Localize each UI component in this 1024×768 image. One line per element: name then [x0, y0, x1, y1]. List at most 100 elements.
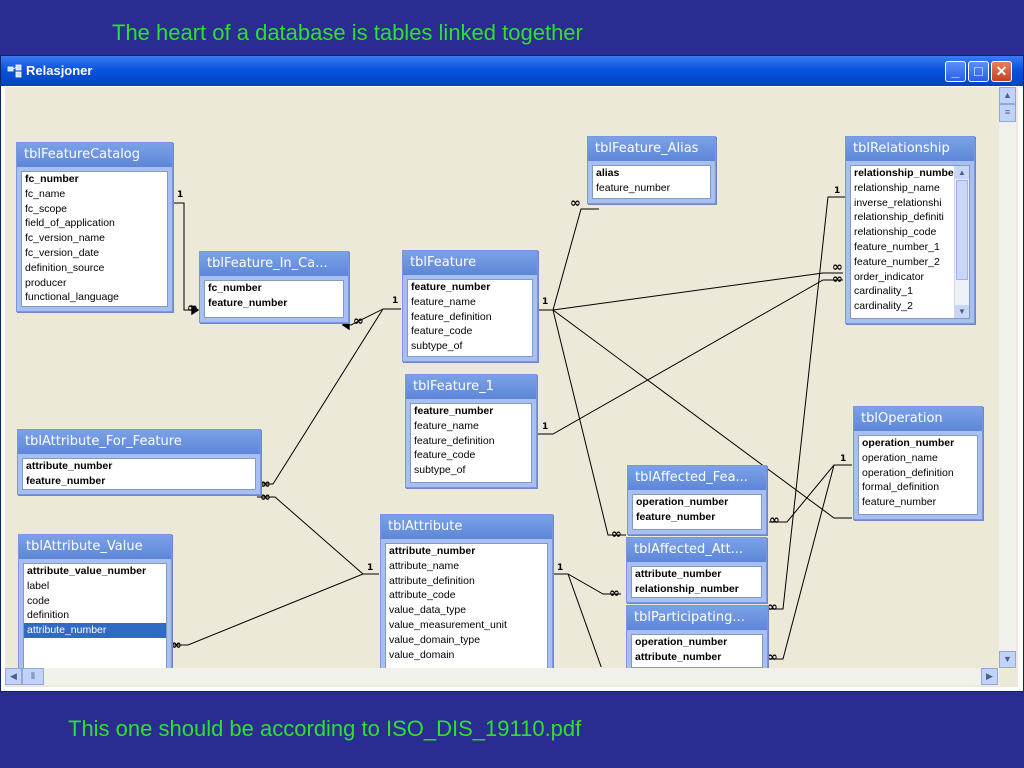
field-item[interactable]: alias: [596, 167, 620, 179]
field-item[interactable]: feature_number: [208, 296, 288, 309]
field-item[interactable]: feature_definition: [411, 310, 492, 323]
field-item[interactable]: value_domain: [389, 648, 455, 661]
field-item[interactable]: attribute_name: [389, 559, 460, 572]
field-item[interactable]: producer: [25, 276, 67, 289]
field-item[interactable]: cardinality_2: [854, 300, 913, 313]
table-title[interactable]: tblAffected_Att...: [627, 538, 766, 562]
table-title[interactable]: tblFeature: [403, 251, 537, 275]
field-item[interactable]: feature_code: [411, 325, 473, 338]
scroll-down-icon[interactable]: ▼: [955, 305, 969, 318]
scroll-left-icon[interactable]: ◀: [5, 668, 22, 685]
field-item[interactable]: definition_source: [25, 261, 105, 274]
field-item[interactable]: attribute_number: [389, 545, 476, 557]
field-item[interactable]: feature_number: [596, 181, 671, 194]
field-item[interactable]: attribute_number: [635, 568, 722, 580]
field-item[interactable]: relationship_definiti: [854, 211, 944, 224]
table-tblattribute_value[interactable]: tblAttribute_Value attribute_value_number…: [18, 534, 172, 674]
scroll-down-icon[interactable]: ▼: [999, 651, 1016, 668]
field-item[interactable]: relationship_name: [854, 181, 940, 194]
field-item[interactable]: operation_number: [635, 636, 728, 648]
field-item[interactable]: code: [27, 594, 50, 607]
field-item[interactable]: cardinality_1: [854, 285, 913, 298]
field-item[interactable]: feature_number: [414, 405, 494, 417]
table-title[interactable]: tblFeature_In_Ca...: [200, 252, 348, 276]
scroll-up-icon[interactable]: ▲: [955, 166, 969, 179]
table-title[interactable]: tblFeature_Alias: [588, 137, 715, 161]
relationships-canvas[interactable]: 1 ∞ 1 ∞ 1 ∞ ∞ ∞ ∞ 1 ∞ ∞ 1 ∞ 1 ∞ ∞ 1 ∞ 1: [5, 87, 1018, 687]
maximize-button[interactable]: □: [968, 61, 989, 82]
field-list[interactable]: feature_number feature_name feature_defini…: [410, 403, 532, 483]
field-item[interactable]: attribute_number: [26, 460, 113, 472]
field-item[interactable]: value_domain_type: [389, 633, 481, 646]
field-item[interactable]: feature_number: [862, 496, 937, 509]
field-item[interactable]: fc_version_name: [25, 232, 105, 245]
field-item[interactable]: feature_code: [414, 449, 476, 462]
field-item[interactable]: relationship_code: [854, 226, 937, 239]
minimize-button[interactable]: _: [945, 61, 966, 82]
field-item[interactable]: feature_name: [414, 419, 479, 432]
field-list[interactable]: operation_number attribute_number: [631, 634, 763, 668]
field-item[interactable]: fc_scope: [25, 202, 68, 215]
field-item[interactable]: formal_definition: [862, 481, 940, 494]
scroll-thumb[interactable]: ≡: [999, 104, 1016, 122]
field-item[interactable]: attribute_code: [389, 589, 456, 602]
field-item[interactable]: fc_number: [208, 282, 262, 294]
field-item[interactable]: subtype_of: [414, 464, 466, 477]
field-item[interactable]: attribute_value_number: [27, 565, 147, 577]
close-button[interactable]: ✕: [991, 61, 1012, 82]
field-list-scrollbar[interactable]: ▲▼: [954, 166, 969, 318]
field-item[interactable]: definition: [27, 609, 70, 622]
field-item[interactable]: attribute_number: [635, 650, 722, 663]
table-title[interactable]: tblFeature_1: [406, 375, 536, 399]
field-item[interactable]: fc_version_date: [25, 246, 100, 259]
scroll-up-icon[interactable]: ▲: [999, 87, 1016, 104]
table-tblfeature_in_ca[interactable]: tblFeature_In_Ca... fc_number feature_numb…: [199, 251, 349, 323]
field-item[interactable]: feature_number_2: [854, 255, 940, 268]
table-title[interactable]: tblAttribute_Value: [19, 535, 171, 559]
table-tblattribute_for_feature[interactable]: tblAttribute_For_Feature attribute_number…: [17, 429, 261, 495]
field-item[interactable]: order_indicator: [854, 270, 925, 283]
field-item[interactable]: feature_name: [411, 295, 476, 308]
field-list[interactable]: fc_number feature_number: [204, 280, 344, 318]
table-title[interactable]: tblAttribute_For_Feature: [18, 430, 260, 454]
field-item[interactable]: operation_number: [862, 437, 955, 449]
field-item[interactable]: feature_definition: [414, 434, 495, 447]
field-item[interactable]: attribute_number: [24, 623, 166, 638]
field-item[interactable]: label: [27, 579, 50, 592]
table-tblattribute[interactable]: tblAttribute attribute_number attribute_na…: [380, 514, 553, 684]
field-item[interactable]: inverse_relationshi: [854, 196, 942, 209]
table-title[interactable]: tblRelationship: [846, 137, 974, 161]
field-item[interactable]: attribute_definition: [389, 574, 475, 587]
field-list[interactable]: attribute_number attribute_name attribute_…: [385, 543, 548, 679]
field-item[interactable]: fc_number: [25, 173, 79, 185]
field-item[interactable]: functional_language: [25, 291, 119, 304]
field-item[interactable]: operation_definition: [862, 466, 954, 479]
field-item[interactable]: fc_name: [25, 187, 66, 200]
field-item[interactable]: value_measurement_unit: [389, 618, 507, 631]
field-item[interactable]: relationship_numbe: [854, 167, 954, 179]
field-list[interactable]: attribute_number relationship_number: [631, 566, 762, 598]
field-item[interactable]: relationship_number: [635, 582, 739, 595]
table-title[interactable]: tblAttribute: [381, 515, 552, 539]
table-title[interactable]: tblParticipating...: [627, 606, 767, 630]
field-item[interactable]: feature_number: [636, 510, 716, 523]
field-item[interactable]: operation_number: [636, 496, 729, 508]
field-list[interactable]: operation_number feature_number: [632, 494, 762, 530]
vertical-scrollbar[interactable]: ▲ ≡ ▼: [999, 87, 1016, 668]
field-list[interactable]: alias feature_number: [592, 165, 711, 199]
field-item[interactable]: value_data_type: [389, 604, 467, 617]
table-title[interactable]: tblOperation: [854, 407, 982, 431]
